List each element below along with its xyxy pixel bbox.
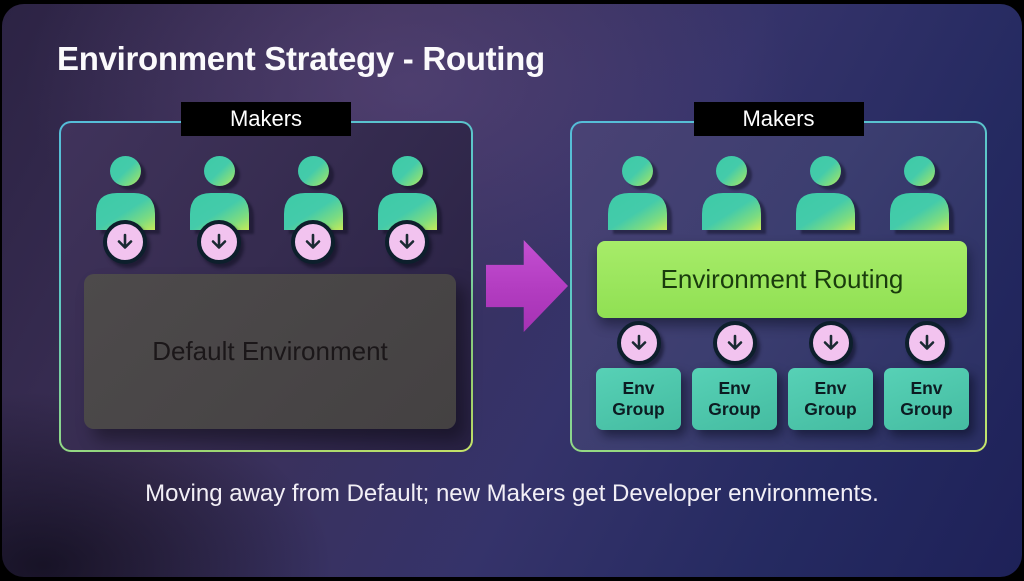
person-icon — [377, 156, 437, 230]
maker-figure — [603, 154, 672, 230]
down-arrow-icon — [919, 334, 934, 350]
person-icon: svg.person ellipse,svg.person path{fill:… — [95, 156, 155, 230]
down-arrow-icon — [631, 334, 646, 350]
down-arrow-chip — [616, 321, 661, 365]
person-icon — [283, 156, 343, 230]
right-makers-label: Makers — [693, 102, 864, 136]
down-arrow-icon — [305, 233, 321, 249]
person-icon — [189, 156, 249, 230]
down-arrow-icon — [823, 334, 838, 350]
maker-figure: svg.person ellipse,svg.person path{fill:… — [91, 154, 160, 266]
routing-arrows-row — [596, 321, 965, 365]
down-arrow-chip — [291, 220, 335, 264]
person-icon — [608, 156, 667, 230]
person-icon — [702, 156, 761, 230]
right-block-arrow-icon — [486, 240, 568, 332]
maker-figure — [373, 154, 442, 266]
env-group-box: Env Group — [884, 368, 969, 430]
down-arrow-chip — [712, 321, 757, 365]
person-icon — [890, 156, 949, 230]
down-arrow-chip — [103, 220, 147, 264]
down-arrow-icon — [399, 233, 415, 249]
down-arrow-chip — [904, 321, 949, 365]
down-arrow-chip — [197, 220, 241, 264]
left-makers-label: Makers — [181, 102, 351, 136]
default-environment-box: Default Environment — [84, 274, 456, 429]
env-group-box: Env Group — [596, 368, 681, 430]
maker-figure — [885, 154, 954, 230]
env-group-box: Env Group — [692, 368, 777, 430]
down-arrow-icon — [117, 233, 133, 249]
maker-figure — [185, 154, 254, 266]
maker-figure — [697, 154, 766, 230]
left-makers-row: svg.person ellipse,svg.person path{fill:… — [61, 154, 471, 266]
env-groups-row: Env Group Env Group Env Group Env Group — [596, 368, 969, 430]
slide-caption: Moving away from Default; new Makers get… — [145, 480, 879, 507]
left-panel: Makers svg.person ellipse,svg.person pat… — [59, 102, 473, 452]
down-arrow-chip — [808, 321, 853, 365]
maker-figure — [791, 154, 860, 230]
right-panel: Makers — [570, 102, 987, 452]
default-environment-label: Default Environment — [152, 336, 388, 366]
down-arrow-icon — [211, 233, 227, 249]
slide-title: Environment Strategy - Routing — [57, 40, 545, 77]
right-makers-row — [572, 154, 985, 230]
person-icon — [796, 156, 855, 230]
slide-background: Environment Strategy - Routing Makers sv… — [2, 4, 1022, 577]
down-arrow-chip — [385, 220, 429, 264]
env-group-box: Env Group — [788, 368, 873, 430]
down-arrow-icon — [727, 334, 742, 350]
maker-figure — [279, 154, 348, 266]
environment-routing-box: Environment Routing — [597, 241, 967, 318]
environment-routing-label: Environment Routing — [660, 264, 904, 294]
